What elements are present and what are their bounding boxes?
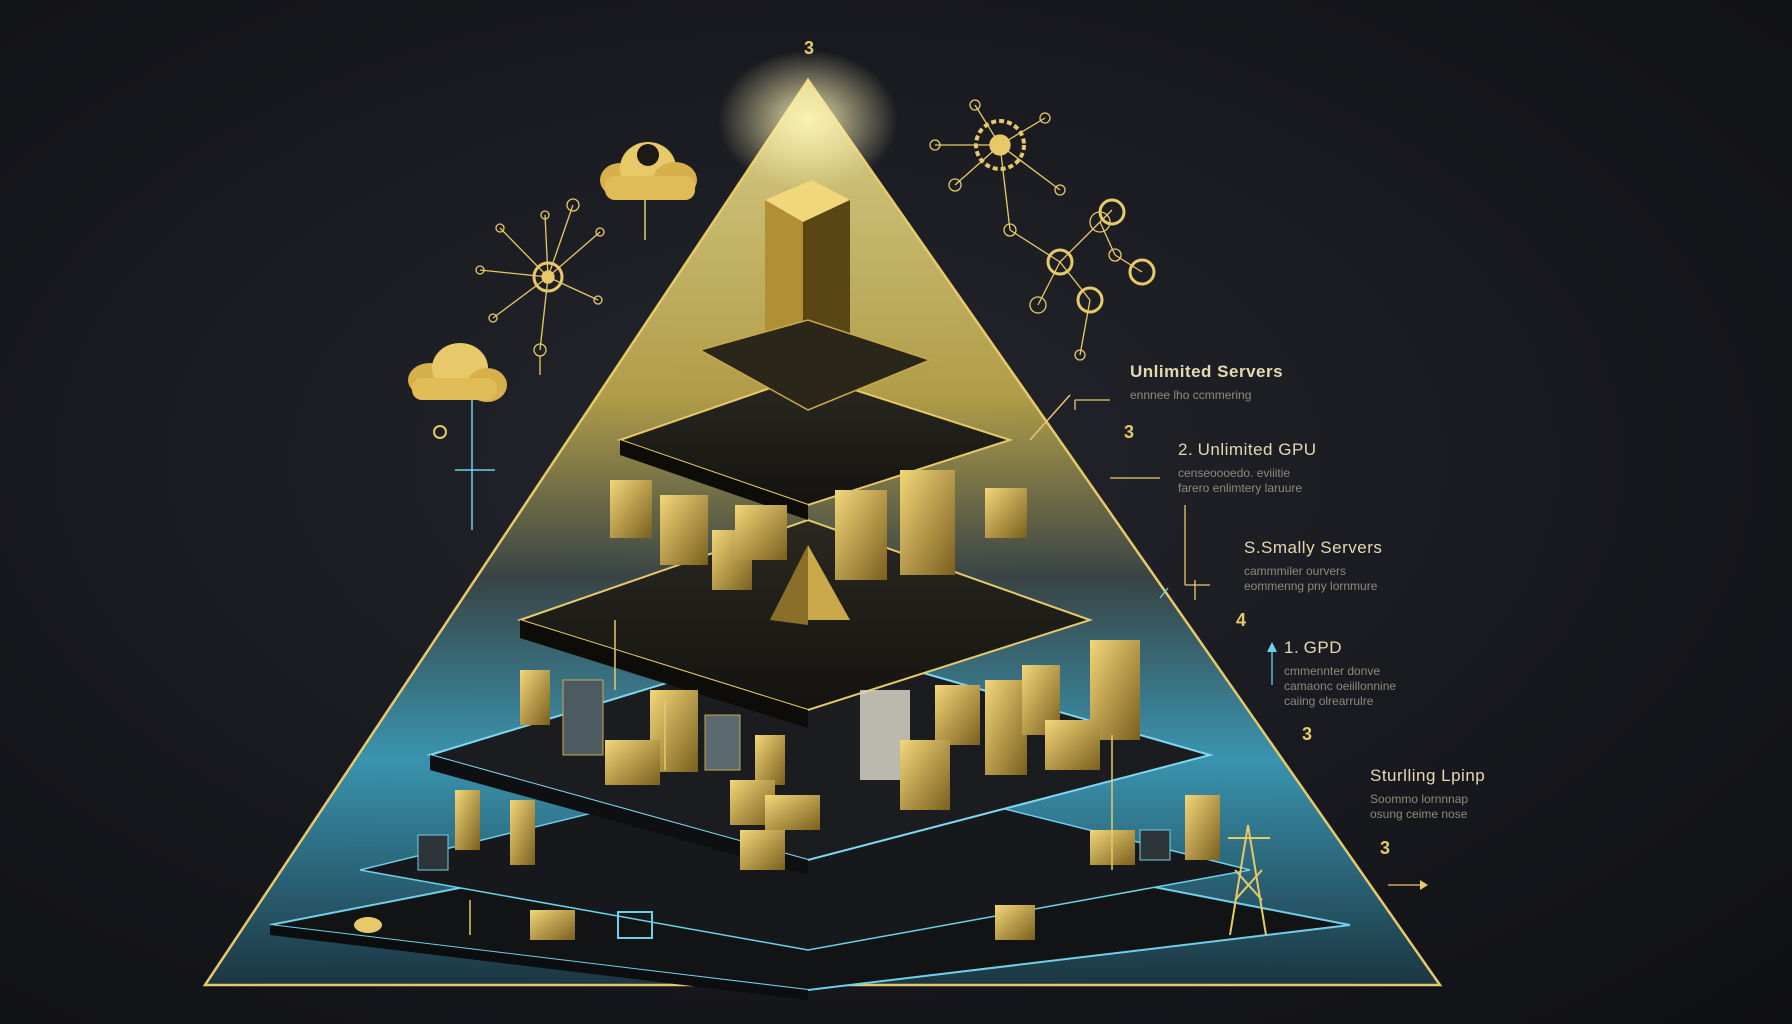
tier-label-1: Unlimited Servers ennnee lho ccmmering [1130,362,1390,403]
tier-subtitle-5: Soommo lornnnap osung ceime nose [1370,792,1469,821]
lower-tier-buildings [354,790,1220,940]
tier-subtitle-1: ennnee lho ccmmering [1130,388,1252,402]
power-pylon-icon [1228,824,1270,936]
top-tower [698,180,933,411]
tier-label-5: Sturlling Lpinp Soommo lornnnap osung ce… [1370,766,1570,822]
apex-number: 3 [804,38,815,58]
cloud-dollar-symbol: $ [643,147,653,165]
side-number-2: 4 [1236,610,1247,630]
cloud-dollar-icon: $ [600,142,697,240]
pointer-lines [1074,399,1428,890]
tier-label-2: 2. Unlimited GPU censeoooedo. eviiitie f… [1178,440,1418,496]
side-number-3: 3 [1302,724,1313,744]
side-number-1: 3 [1124,422,1135,442]
tier-title-4: GPD [1303,638,1342,657]
tier-number-2: 2. [1178,440,1194,459]
tier-subtitle-2: censeoooedo. eviiitie farero enlimtery l… [1178,466,1303,495]
tier-title-3: S.Smally Servers [1244,538,1383,557]
cloud-icon [408,343,507,530]
tier-subtitle-3: cammmiler ourvers eommenng pny lornmure [1244,564,1378,593]
gear-network-icon [929,99,1156,361]
tier-title-2: Unlimited GPU [1197,440,1317,459]
tier-title-5: Sturlling Lpinp [1370,766,1486,785]
side-number-4: 3 [1380,838,1391,858]
tier-number-4: 1. [1284,638,1300,657]
middle-tier-buildings [520,640,1140,830]
apex-glow [718,50,898,190]
connector-lines [469,394,1113,935]
tier-subtitle-4: cmmennter donve camaonc oeiillonnine cai… [1284,664,1397,708]
tier-label-4: 1. GPD cmmennter donve camaonc oeiillonn… [1284,638,1484,709]
network-hub-icon [475,198,605,375]
upper-tier-buildings [610,470,1027,625]
tier-slab-top [616,373,1014,520]
tier-title-1: Unlimited Servers [1130,362,1284,381]
tier-label-3: S.Smally Servers cammmiler ourvers eomme… [1244,538,1484,594]
